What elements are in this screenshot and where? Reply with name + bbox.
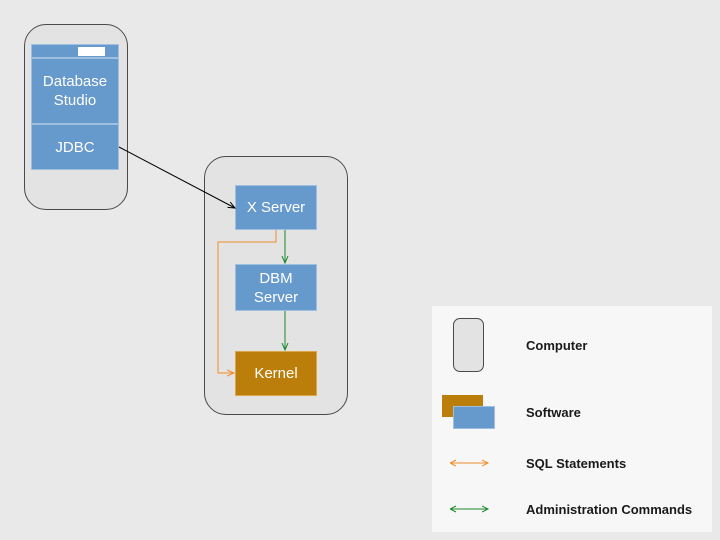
legend-software-icon-front: [453, 406, 495, 429]
titlebar-tab: [78, 47, 105, 56]
jdbc-box[interactable]: JDBC: [31, 124, 119, 170]
kernel-box[interactable]: Kernel: [235, 351, 317, 396]
legend-software-label: Software: [526, 405, 581, 420]
dbm-server-box[interactable]: DBM Server: [235, 264, 317, 311]
legend-computer-label: Computer: [526, 338, 588, 353]
legend-computer-icon: [453, 318, 484, 372]
database-studio-box[interactable]: Database Studio: [31, 58, 119, 124]
x-server-box[interactable]: X Server: [235, 185, 317, 230]
legend-sql-label: SQL Statements: [526, 456, 627, 471]
xserver-to-kernel-sql-arrow: [217, 230, 277, 373]
database-studio-titlebar: [31, 44, 119, 58]
jdbc-to-xserver-connector: [118, 146, 235, 208]
legend-admin-label: Administration Commands: [526, 502, 693, 517]
